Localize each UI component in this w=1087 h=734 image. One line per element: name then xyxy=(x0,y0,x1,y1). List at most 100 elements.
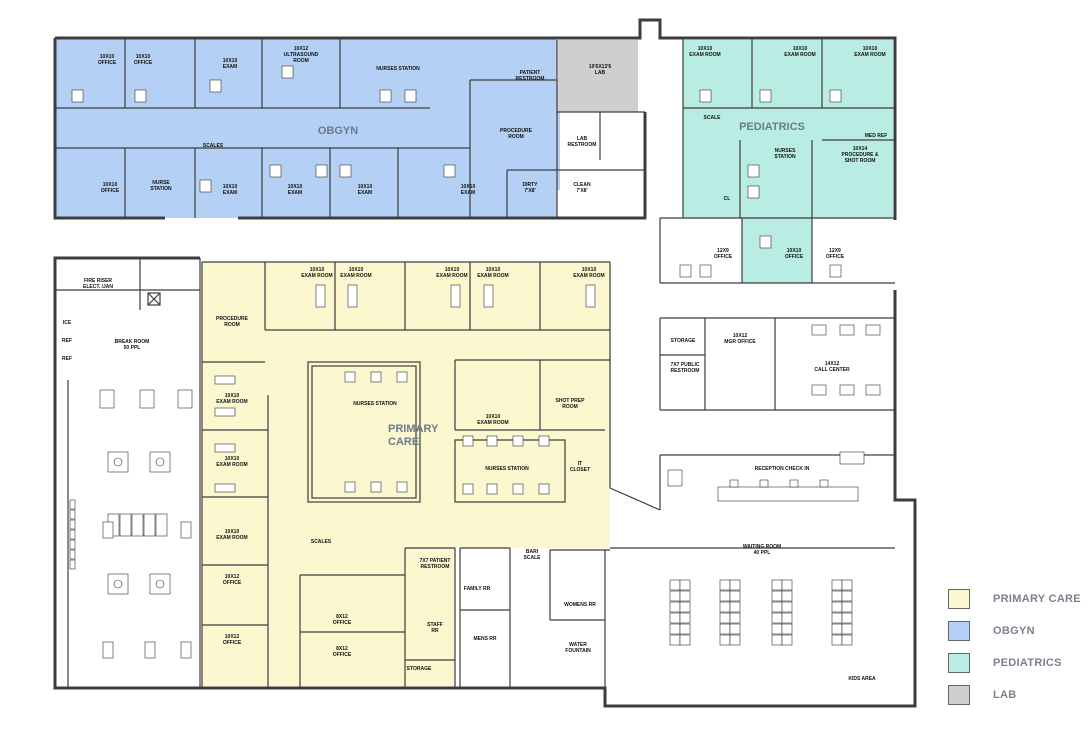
waiting-chair xyxy=(841,612,853,624)
waiting-chair xyxy=(679,634,691,646)
room-label: KIDS AREA xyxy=(848,676,876,682)
legend-label: PEDIATRICS xyxy=(993,656,1062,669)
chair xyxy=(462,483,474,495)
chair xyxy=(538,483,550,495)
table xyxy=(131,513,144,537)
exam-table xyxy=(214,483,236,493)
waiting-chair xyxy=(831,579,843,591)
waiting-chair xyxy=(841,623,853,635)
waiting-chair xyxy=(719,590,731,602)
waiting-chair xyxy=(781,601,793,613)
exam-table xyxy=(315,284,326,308)
table-hub xyxy=(113,457,123,467)
waiting-chair xyxy=(669,634,681,646)
exam-table xyxy=(450,284,461,308)
pediatrics-zone xyxy=(683,40,893,218)
legend-label: LAB xyxy=(993,688,1017,701)
lab-zone xyxy=(558,40,638,112)
exam-table xyxy=(483,284,494,308)
desk xyxy=(839,324,855,336)
room-label: STORAGE xyxy=(671,338,696,344)
room-label: WOMENS RR xyxy=(564,602,596,608)
waiting-chair xyxy=(669,579,681,591)
chair xyxy=(789,479,799,488)
exam-table xyxy=(214,443,236,453)
table-hub xyxy=(155,457,165,467)
waiting-chair xyxy=(831,634,843,646)
waiting-chair xyxy=(669,623,681,635)
room-label: MED REF xyxy=(865,133,888,139)
room-label: FAMILY RR xyxy=(464,586,491,592)
chair xyxy=(339,164,352,178)
chair xyxy=(538,435,550,447)
chair xyxy=(747,185,760,199)
legend-swatch-lab xyxy=(948,684,970,705)
desk xyxy=(811,324,827,336)
counter-unit xyxy=(69,509,76,520)
waiting-area xyxy=(610,451,895,549)
waiting-chair xyxy=(831,601,843,613)
chair xyxy=(462,435,474,447)
waiting-chair xyxy=(719,579,731,591)
chair xyxy=(699,264,712,278)
chair xyxy=(759,89,772,103)
room-label: STORAGE xyxy=(407,666,432,672)
counter-unit xyxy=(69,549,76,560)
waiting-chair xyxy=(679,590,691,602)
room-label: SCALES xyxy=(311,539,332,545)
table-hub xyxy=(113,579,123,589)
chair xyxy=(396,371,408,383)
room-label: CL xyxy=(724,196,731,202)
waiting-chair xyxy=(729,623,741,635)
obgyn-zone-extra xyxy=(470,80,560,190)
room-label: RECEPTION CHECK IN xyxy=(755,466,810,472)
waiting-chair xyxy=(831,590,843,602)
chair xyxy=(180,521,192,539)
waiting-chair xyxy=(771,634,783,646)
room-label: MENS RR xyxy=(473,636,496,642)
chair xyxy=(829,89,842,103)
chair xyxy=(315,164,328,178)
waiting-chair xyxy=(781,612,793,624)
exam-table xyxy=(347,284,358,308)
counter-unit xyxy=(69,529,76,540)
primary-care-cutout xyxy=(455,548,610,688)
chair xyxy=(209,79,222,93)
waiting-chair xyxy=(781,634,793,646)
waiting-chair xyxy=(679,579,691,591)
table xyxy=(139,389,155,409)
counter-unit xyxy=(69,539,76,550)
room-label: REF xyxy=(62,356,72,362)
legend-swatch-obgyn xyxy=(948,620,970,641)
chair xyxy=(281,65,294,79)
waiting-chair xyxy=(771,601,783,613)
counter-unit xyxy=(69,559,76,570)
chair xyxy=(512,483,524,495)
chair xyxy=(180,641,192,659)
legend-item: PRIMARY CARE xyxy=(948,588,1081,609)
chair xyxy=(729,479,739,488)
